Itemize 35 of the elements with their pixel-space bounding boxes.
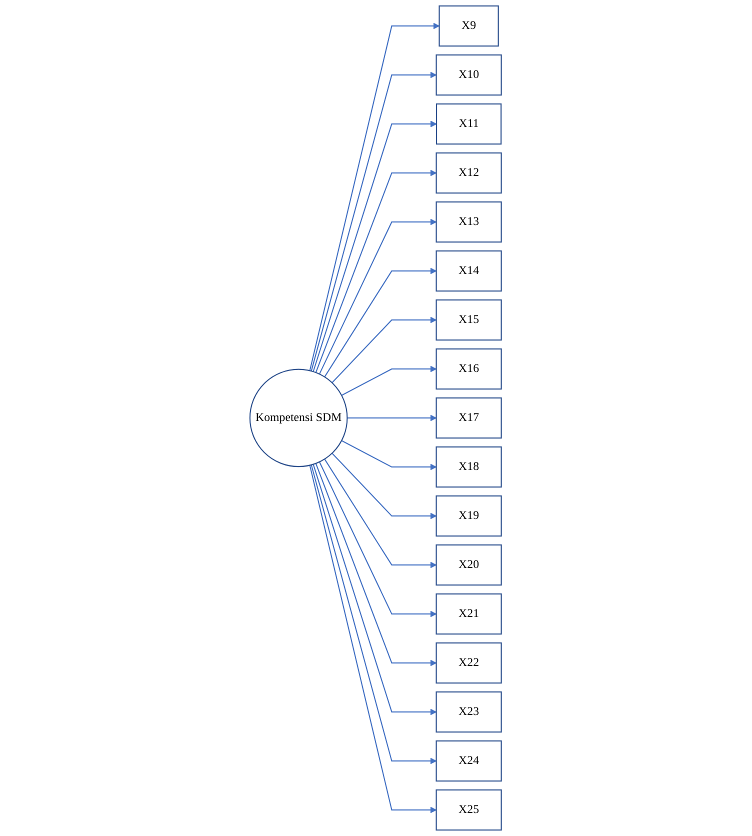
arrow	[332, 316, 437, 384]
arrow	[311, 72, 437, 372]
node-box: X10	[436, 54, 502, 96]
arrow	[342, 440, 437, 470]
node-box: X14	[436, 250, 502, 292]
arrow	[316, 170, 437, 373]
node-circle: Kompetensi SDM	[250, 368, 348, 468]
arrow	[310, 465, 437, 814]
arrow	[319, 218, 437, 374]
node-box: X17	[436, 397, 502, 439]
node-box: X18	[436, 446, 502, 488]
arrow	[313, 464, 437, 716]
node-box: X25	[436, 789, 502, 831]
node-box: X19	[436, 495, 502, 537]
arrow	[324, 458, 437, 568]
node-box: X22	[436, 642, 502, 684]
node-box: X9	[439, 5, 500, 47]
arrow	[332, 452, 437, 520]
node-box: X24	[436, 740, 502, 782]
node-box: X20	[436, 544, 502, 586]
arrow	[348, 414, 437, 422]
arrow	[342, 366, 437, 396]
node-box: X16	[436, 348, 502, 390]
arrow	[310, 22, 440, 371]
arrow	[313, 120, 438, 372]
node-box: X13	[436, 201, 502, 243]
arrow	[319, 462, 437, 618]
arrow	[324, 268, 437, 378]
node-box: X21	[436, 593, 502, 635]
node-box: X11	[436, 103, 502, 145]
arrow	[311, 464, 437, 764]
arrow	[316, 463, 437, 666]
node-box: X15	[436, 299, 502, 341]
node-box: X23	[436, 691, 502, 733]
node-box: X12	[436, 152, 502, 194]
